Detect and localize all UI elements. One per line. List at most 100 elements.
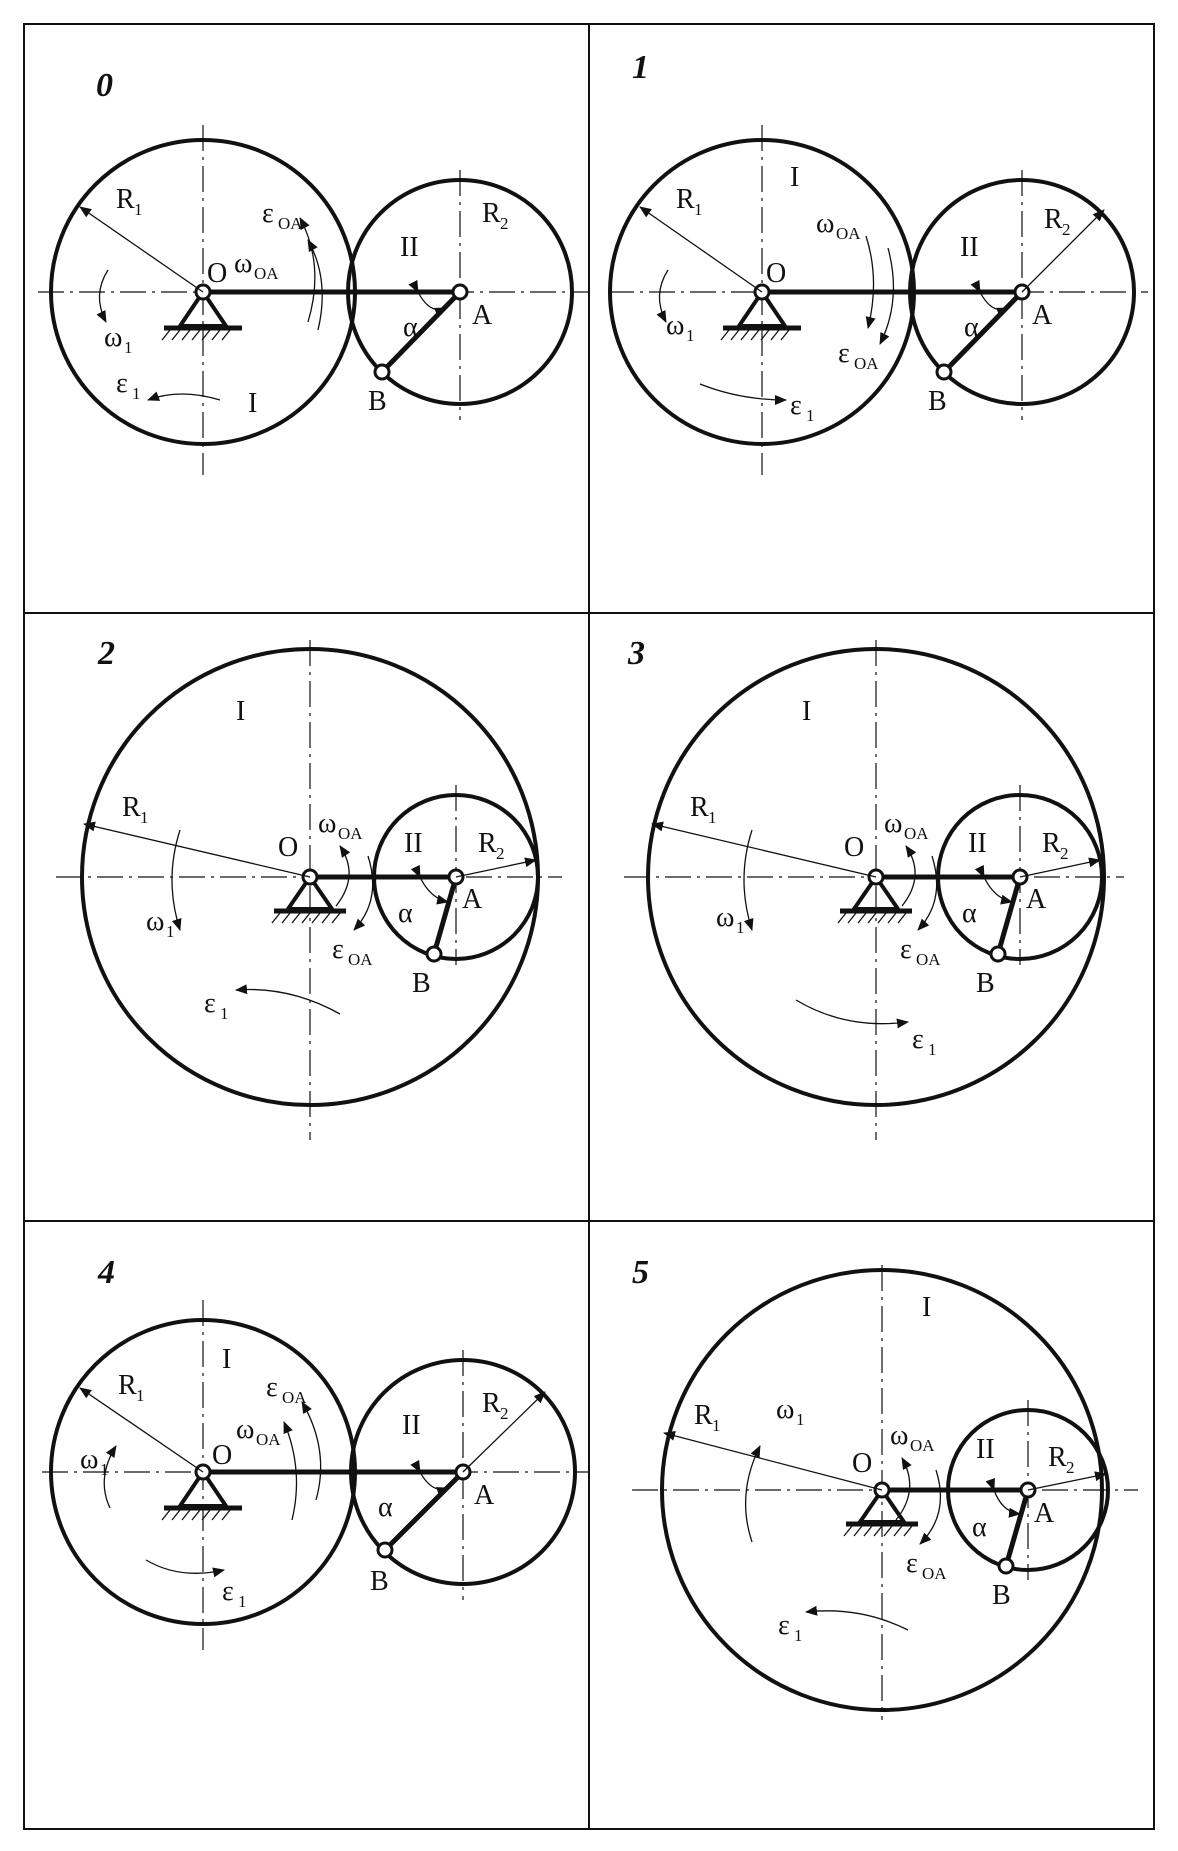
epsOA-label: ε OA xyxy=(262,198,303,233)
point-B-label: B xyxy=(368,386,387,417)
svg-text:1: 1 xyxy=(100,1460,109,1479)
svg-text:2: 2 xyxy=(1066,1458,1075,1477)
svg-text:OA: OA xyxy=(282,1388,307,1407)
svg-text:OA: OA xyxy=(916,950,941,969)
radius-R2-arrow xyxy=(462,1391,546,1473)
omegaOA-label: ω OA xyxy=(816,208,861,243)
center-lines xyxy=(624,640,1124,1140)
radius-R1-label: R 1 xyxy=(118,1370,145,1405)
omega1-label: ω 1 xyxy=(146,906,175,941)
variant-number: 1 xyxy=(632,49,649,86)
radius-R2-arrow xyxy=(1021,209,1105,293)
eps1-label: ε 1 xyxy=(222,1576,247,1611)
hinges xyxy=(873,1481,1037,1575)
gear-I-label: I xyxy=(222,1344,231,1375)
svg-text:1: 1 xyxy=(694,200,703,219)
variant-panel-0: 0 I II O A B xyxy=(38,67,588,475)
radius-R1-label: R 1 xyxy=(116,184,143,219)
fixed-support-O xyxy=(837,873,912,924)
epsOA-arrow xyxy=(919,1469,942,1545)
svg-text:1: 1 xyxy=(928,1040,937,1059)
radius-R2-label: R 2 xyxy=(1044,204,1071,239)
angle-alpha-arc xyxy=(974,864,1013,905)
svg-text:OA: OA xyxy=(910,1436,935,1455)
link-AB xyxy=(382,1469,466,1553)
svg-text:ω: ω xyxy=(776,1394,794,1425)
svg-text:1: 1 xyxy=(220,1004,229,1023)
svg-text:2: 2 xyxy=(500,1404,509,1423)
svg-text:ε: ε xyxy=(262,198,274,229)
fixed-support-O xyxy=(720,288,801,341)
radius-R2-label: R 2 xyxy=(1048,1442,1075,1477)
omegaOA-arrow xyxy=(335,845,351,907)
point-A-label: A xyxy=(1034,1498,1055,1529)
radius-R1-arrow xyxy=(83,821,311,878)
link-AB xyxy=(431,874,459,957)
point-A-label: A xyxy=(472,300,493,331)
svg-text:R: R xyxy=(482,198,501,229)
radius-R1-label: R 1 xyxy=(694,1400,721,1435)
angle-alpha-arc xyxy=(410,864,449,905)
svg-text:1: 1 xyxy=(134,200,143,219)
variant-number: 0 xyxy=(96,67,113,104)
svg-text:ω: ω xyxy=(318,808,336,839)
svg-text:ω: ω xyxy=(716,902,734,933)
svg-text:R: R xyxy=(1044,204,1063,235)
fixed-support-O xyxy=(271,873,346,924)
eps1-arrow xyxy=(145,1559,225,1578)
svg-text:1: 1 xyxy=(132,384,141,403)
angle-alpha-arc xyxy=(985,1477,1021,1518)
hinges xyxy=(301,868,465,963)
eps1-arrow xyxy=(699,383,787,405)
link-AB xyxy=(1003,1487,1031,1569)
radius-R2-arrow xyxy=(455,857,537,878)
omega1-arrow xyxy=(171,829,182,931)
svg-text:OA: OA xyxy=(922,1564,947,1583)
omega1-label: ω 1 xyxy=(80,1444,109,1479)
svg-text:2: 2 xyxy=(1062,220,1071,239)
svg-text:1: 1 xyxy=(140,808,149,827)
variant-number: 5 xyxy=(632,1254,649,1291)
svg-text:OA: OA xyxy=(338,824,363,843)
omegaOA-arrow xyxy=(901,845,917,907)
svg-text:R: R xyxy=(116,184,135,215)
svg-text:ω: ω xyxy=(816,208,834,239)
point-B-label: B xyxy=(976,968,995,999)
svg-text:ε: ε xyxy=(266,1372,278,1403)
svg-text:ω: ω xyxy=(80,1444,98,1475)
variant-panel-1: 1 I II O A B xyxy=(608,49,1148,475)
radius-R2-label: R 2 xyxy=(478,828,505,863)
center-lines xyxy=(42,1300,588,1650)
radius-R2-label: R 2 xyxy=(1042,828,1069,863)
variant-number: 4 xyxy=(97,1254,115,1291)
hinges xyxy=(867,868,1029,963)
radius-R2-label: R 2 xyxy=(482,198,509,233)
omegaOA-arrow xyxy=(865,235,876,329)
omega1-label: ω 1 xyxy=(666,310,695,345)
svg-text:1: 1 xyxy=(796,1410,805,1429)
svg-text:R: R xyxy=(694,1400,713,1431)
eps1-label: ε 1 xyxy=(790,390,815,425)
svg-text:R: R xyxy=(690,792,709,823)
link-AB xyxy=(941,289,1025,375)
epsOA-arrow xyxy=(301,1401,322,1501)
variant-panel-5: 5 I II O A B xyxy=(632,1254,1138,1720)
gear-I-label: I xyxy=(802,696,811,727)
epsOA-label: ε OA xyxy=(266,1372,307,1407)
gear-II-label: II xyxy=(402,1410,421,1441)
variant-number: 3 xyxy=(627,635,645,672)
svg-text:OA: OA xyxy=(254,264,279,283)
omegaOA-label: ω OA xyxy=(234,248,279,283)
point-O-label: O xyxy=(278,832,298,863)
eps1-arrow xyxy=(147,391,221,401)
variant-panel-4: 4 I II O A B xyxy=(42,1254,588,1650)
omegaOA-arrow xyxy=(283,1421,298,1521)
eps1-label: ε 1 xyxy=(912,1024,937,1059)
fixed-support-O xyxy=(161,1468,242,1521)
svg-text:R: R xyxy=(118,1370,137,1401)
gear-I-label: I xyxy=(248,388,257,419)
epsOA-label: ε OA xyxy=(900,934,941,969)
gear-I-label: I xyxy=(790,162,799,193)
svg-text:ω: ω xyxy=(236,1414,254,1445)
